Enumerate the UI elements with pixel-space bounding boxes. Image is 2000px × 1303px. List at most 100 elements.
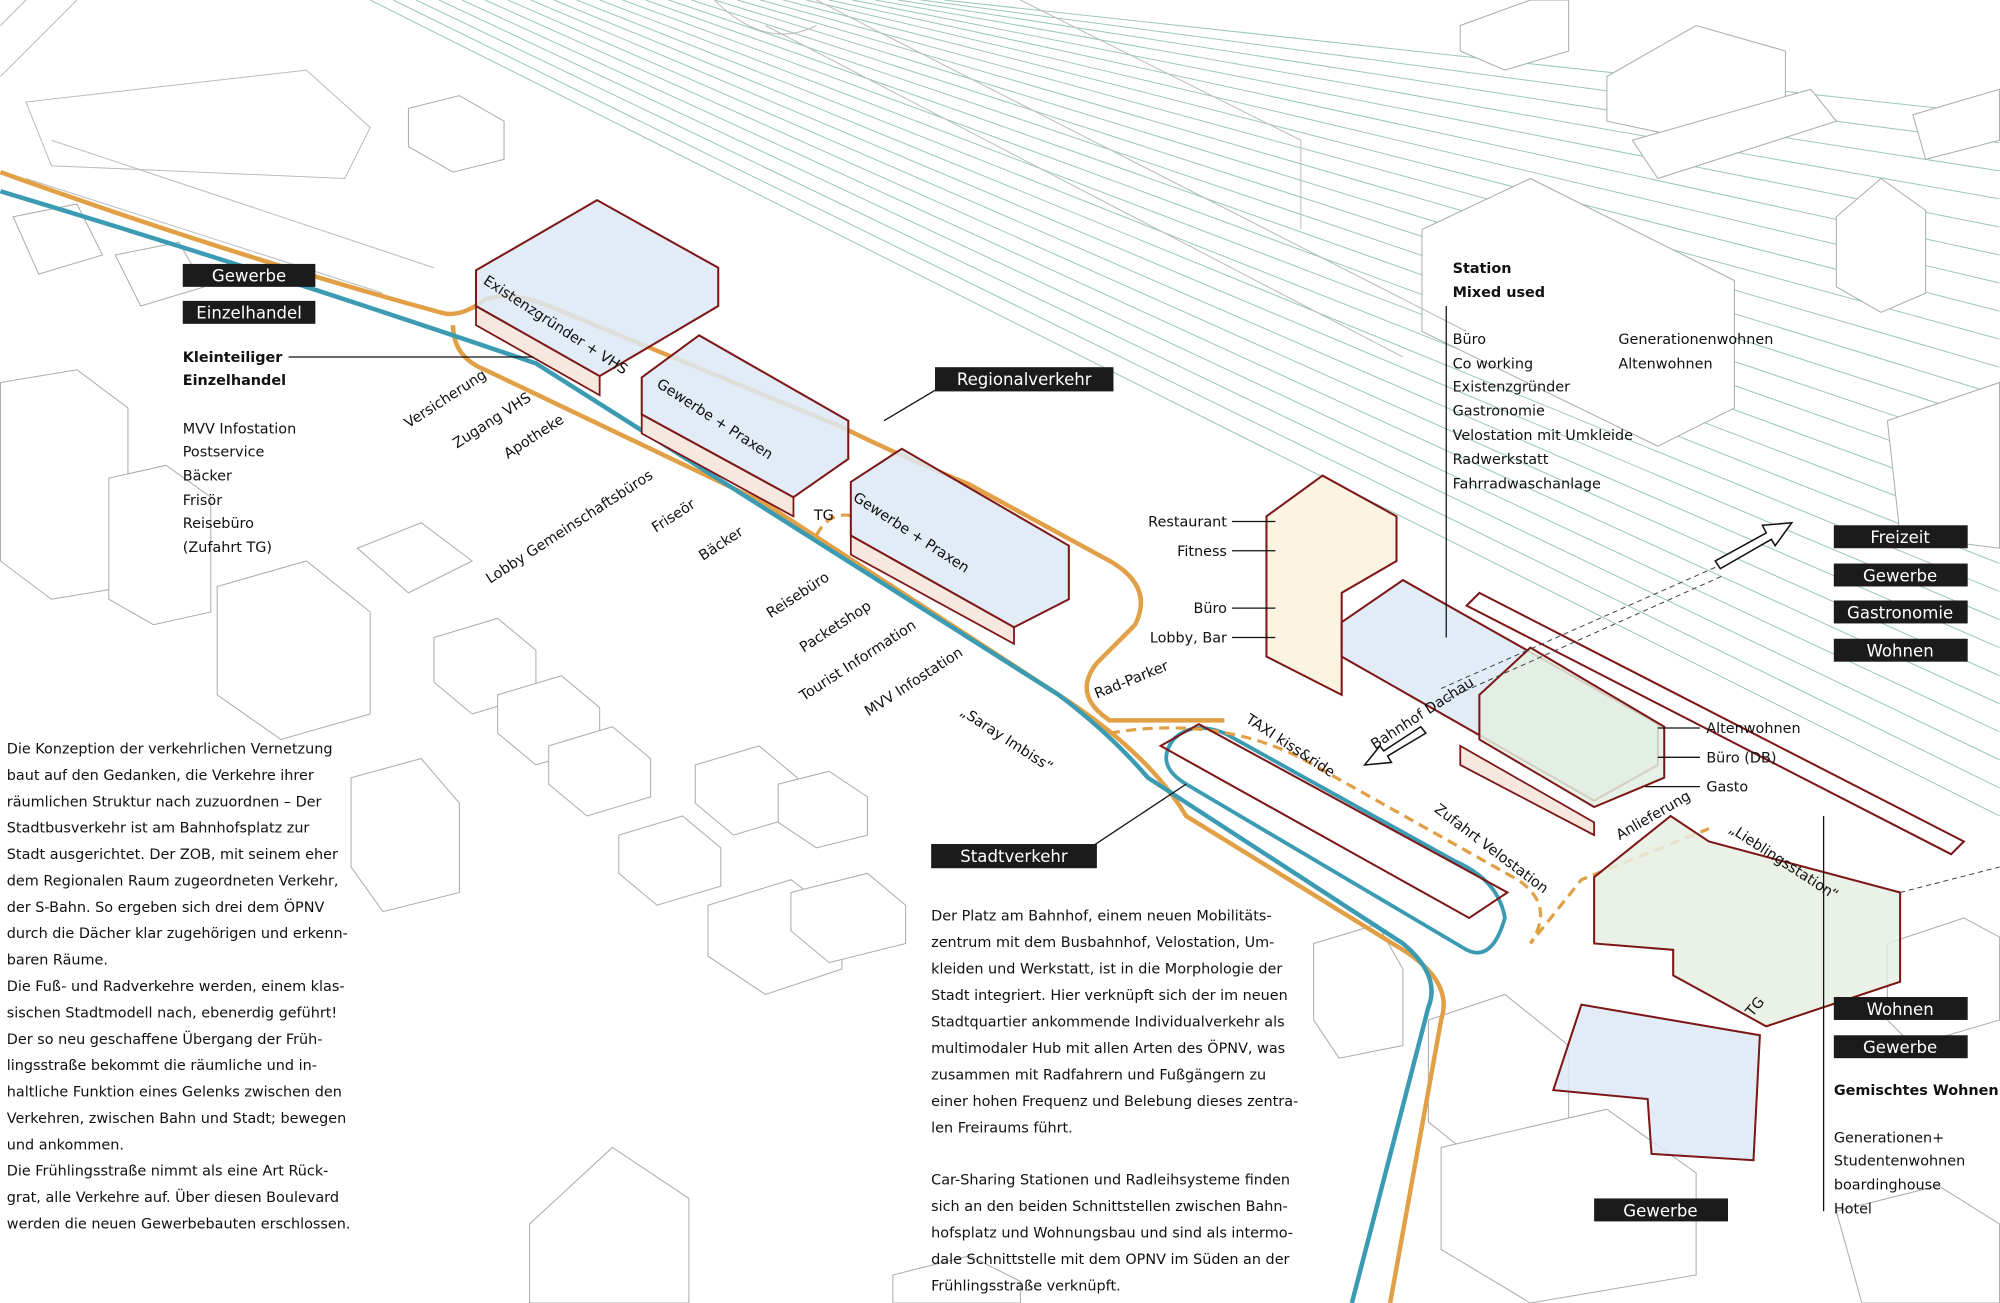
rail-line (553, 0, 2000, 593)
paragraph-line: zusammen mit Radfahrern und Fußgängern z… (931, 1068, 1266, 1084)
rail-line (415, 0, 2000, 761)
svg-text:Gewerbe: Gewerbe (1623, 1201, 1697, 1220)
program-title: Einzelhandel (183, 373, 286, 389)
dashed-connection (1440, 566, 2000, 893)
rail-line (668, 0, 2000, 452)
paragraph-line: Car-Sharing Stationen und Radleihsysteme… (931, 1172, 1290, 1188)
paragraph-line: Stadtbusverkehr ist am Bahnhofsplatz zur (7, 821, 310, 837)
paragraph-line: baren Räume. (7, 953, 108, 969)
rail-line (874, 0, 2000, 200)
building-gemischtes-wohnen (1551, 1003, 1761, 1162)
tag-regionalverkehr: Regionalverkehr (934, 367, 1114, 392)
paragraph-line: sischen Stadtmodell nach, ebenerdig gefü… (7, 1005, 337, 1021)
leader-lines (288, 305, 1825, 1212)
svg-text:Wohnen: Wohnen (1866, 642, 1933, 661)
floor-label: Altenwohnen (1706, 721, 1800, 737)
blue-route (0, 189, 1434, 1303)
program-item: Velostation mit Umkleide (1453, 428, 1634, 444)
paragraph-line: und ankommen. (7, 1137, 124, 1153)
station-floor-labels: Restaurant Fitness Büro Lobby, Bar (1148, 515, 1227, 647)
floor-label: Büro (DB) (1706, 750, 1776, 766)
building-existenzgruender-roof (474, 198, 720, 378)
paragraph-line: räumlichen Struktur nach zuzuordnen – De… (7, 794, 322, 810)
rail-line (599, 0, 2000, 536)
rail-line (691, 0, 2000, 424)
paragraph-line: der S-Bahn. So ergeben sich drei dem ÖPN… (7, 898, 325, 916)
map-label: Lobby Gemeinschaftsbüros (483, 467, 656, 587)
rail-line (714, 0, 2000, 396)
svg-text:Gewerbe: Gewerbe (212, 267, 286, 286)
rail-line (484, 0, 2000, 677)
building-station-green (1478, 646, 1666, 809)
map-label: Reisebüro (764, 569, 833, 621)
rail-line (897, 0, 2000, 172)
tag-wohnen-right: Wohnen (1833, 638, 1968, 662)
paragraph-line: haltliche Funktion eines Gelenks zwische… (7, 1085, 342, 1101)
rail-line (737, 0, 2000, 368)
rail-line (530, 0, 2000, 621)
rail-line (829, 0, 2000, 256)
paragraph-line: lingsstraße bekommt die räumliche und in… (7, 1058, 317, 1074)
proposed-buildings (474, 198, 1966, 1162)
paragraph-line: kleiden und Werkstatt, ist in die Morpho… (931, 962, 1282, 978)
rail-line (920, 0, 2000, 144)
tag-gewerbe-lower: Gewerbe (1833, 1035, 1968, 1059)
program-title: Mixed used (1453, 285, 1545, 301)
station-program: Station Mixed used Büro Co working Exist… (1453, 261, 1774, 492)
rail-line (760, 0, 2000, 340)
rail-line (852, 0, 2000, 228)
map-label: „Saray Imbiss“ (957, 704, 1056, 776)
arrow-southwest-icon (1362, 725, 1427, 766)
tag-wohnen-lower: Wohnen (1833, 997, 1968, 1020)
arrow-northeast-icon (1714, 521, 1794, 570)
floor-label: Restaurant (1148, 515, 1227, 531)
program-title: Station (1453, 261, 1512, 277)
svg-text:Gewerbe: Gewerbe (1863, 566, 1937, 585)
program-item: MVV Infostation (183, 421, 296, 437)
rail-line (576, 0, 2000, 565)
rail-line (806, 0, 2000, 284)
tag-gewerbe-left: Gewerbe (182, 263, 316, 287)
rail-line (461, 0, 2000, 705)
paragraph-line: Stadtquartier ankommende Individualverke… (931, 1015, 1284, 1031)
program-title: Kleinteiliger (183, 350, 284, 366)
description-middle-1: Der Platz am Bahnhof, einem neuen Mobili… (931, 909, 1298, 1137)
tag-gewerbe-bottom: Gewerbe (1594, 1198, 1728, 1222)
program-item: Hotel (1834, 1202, 1872, 1218)
tag-gewerbe-right: Gewerbe (1833, 563, 1968, 587)
svg-text:Freizeit: Freizeit (1870, 528, 1930, 547)
svg-text:Stadtverkehr: Stadtverkehr (960, 847, 1068, 866)
rail-line (392, 0, 2000, 789)
description-left: Die Konzeption der verkehrlichen Vernetz… (7, 741, 351, 1232)
paragraph-line: zentrum mit dem Busbahnhof, Velostation,… (931, 935, 1274, 951)
paragraph-line: sich an den beiden Schnittstellen zwisch… (931, 1199, 1288, 1215)
floor-label: Gasto (1706, 780, 1748, 796)
paragraph-line: einer hohen Frequenz und Belebung dieses… (931, 1094, 1298, 1110)
paragraph-line: Die Konzeption der verkehrlichen Vernetz… (7, 741, 333, 757)
paragraph-line: Die Fuß- und Radverkehre werden, einem k… (7, 979, 345, 995)
paragraph-line: dem Regionalen Raum zugeordneten Verkehr… (7, 873, 339, 889)
program-item: boardinghouse (1834, 1178, 1941, 1194)
svg-text:Gewerbe: Gewerbe (1863, 1038, 1937, 1057)
tag-gastronomie: Gastronomie (1833, 600, 1968, 624)
program-item: Fahrradwaschanlage (1453, 476, 1601, 492)
building-station-platform-roof (1464, 591, 1966, 856)
paragraph-line: Verkehren, zwischen Bahn und Stadt; bewe… (7, 1111, 346, 1127)
paragraph-line: Der Platz am Bahnhof, einem neuen Mobili… (931, 909, 1271, 925)
floor-label: Lobby, Bar (1150, 631, 1227, 647)
map-label: Friseör (649, 497, 698, 537)
paragraph-line: werden die neuen Gewerbebauten erschloss… (7, 1217, 351, 1233)
rail-tracks (369, 0, 2000, 817)
tag-freizeit: Freizeit (1833, 525, 1968, 549)
svg-text:Einzelhandel: Einzelhandel (196, 304, 302, 323)
left-program: Kleinteiliger Einzelhandel MVV Infostati… (183, 350, 296, 556)
building-bus-station-roof (1158, 723, 1510, 920)
program-item: Bäcker (183, 469, 232, 485)
paragraph-line: durch die Dächer klar zugehörigen und er… (7, 926, 348, 942)
building-station-tower (1265, 474, 1398, 697)
building-station-base (1459, 744, 1596, 837)
map-label: Rad-Parker (1092, 658, 1171, 702)
program-item: Reisebüro (183, 516, 254, 532)
program-item: Büro (1453, 332, 1487, 348)
paragraph-line: Die Frühlingsstraße nimmt als eine Art R… (7, 1164, 329, 1180)
